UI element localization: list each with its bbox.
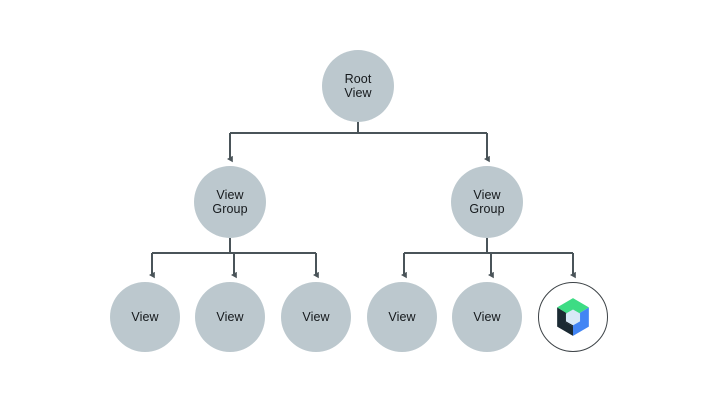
node-view-1[interactable]: View bbox=[110, 282, 180, 352]
node-view-4-label: View bbox=[388, 310, 416, 324]
node-root-view-label: Root View bbox=[344, 72, 372, 100]
jetpack-compose-logo bbox=[551, 295, 595, 339]
node-view-group-right[interactable]: View Group bbox=[451, 166, 523, 238]
node-view-4[interactable]: View bbox=[367, 282, 437, 352]
node-view-5-label: View bbox=[473, 310, 501, 324]
node-view-2-label: View bbox=[216, 310, 244, 324]
node-view-5[interactable]: View bbox=[452, 282, 522, 352]
node-view-3[interactable]: View bbox=[281, 282, 351, 352]
node-view-1-label: View bbox=[131, 310, 159, 324]
node-view-group-left[interactable]: View Group bbox=[194, 166, 266, 238]
node-compose-logo[interactable] bbox=[538, 282, 608, 352]
node-view-group-left-label: View Group bbox=[212, 188, 248, 216]
node-root-view[interactable]: Root View bbox=[322, 50, 394, 122]
node-view-2[interactable]: View bbox=[195, 282, 265, 352]
node-view-3-label: View bbox=[302, 310, 330, 324]
node-view-group-right-label: View Group bbox=[469, 188, 505, 216]
